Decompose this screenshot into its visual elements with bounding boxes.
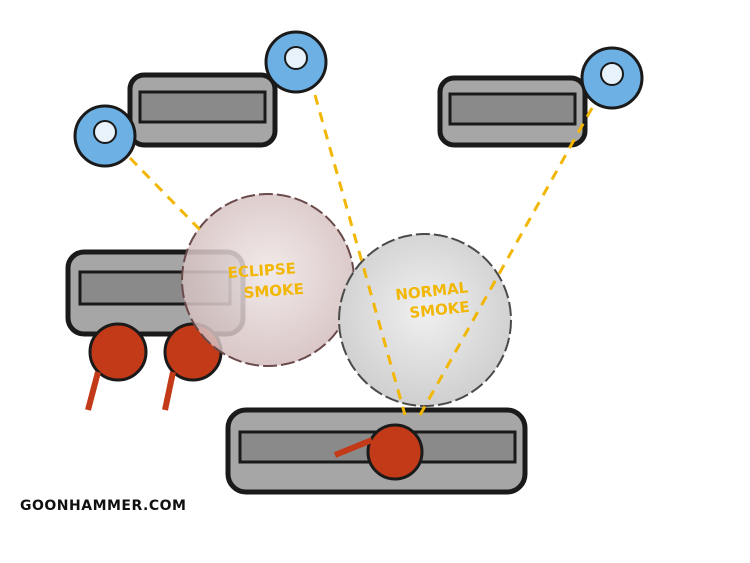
sightline-blocked-eclipse (128, 156, 207, 237)
eclipse-smoke-label: SMOKE (243, 280, 304, 302)
sightlines (128, 94, 594, 416)
site-credit: GOONHAMMER.COM (20, 498, 187, 514)
ruin-top-right (437, 75, 588, 148)
enemy-unit (85, 322, 148, 411)
sightline-through-normal (418, 107, 594, 416)
friendly-unit (73, 104, 137, 168)
sightline-through-normal (313, 94, 407, 416)
enemy-unit (333, 423, 424, 481)
eclipse-smoke-cloud (181, 193, 355, 367)
friendly-unit (264, 30, 328, 94)
eclipse-smoke-label: ECLIPSE (227, 259, 297, 282)
normal-smoke-cloud (338, 233, 512, 407)
friendly-unit (580, 46, 644, 110)
ruin-top-left (127, 72, 278, 148)
